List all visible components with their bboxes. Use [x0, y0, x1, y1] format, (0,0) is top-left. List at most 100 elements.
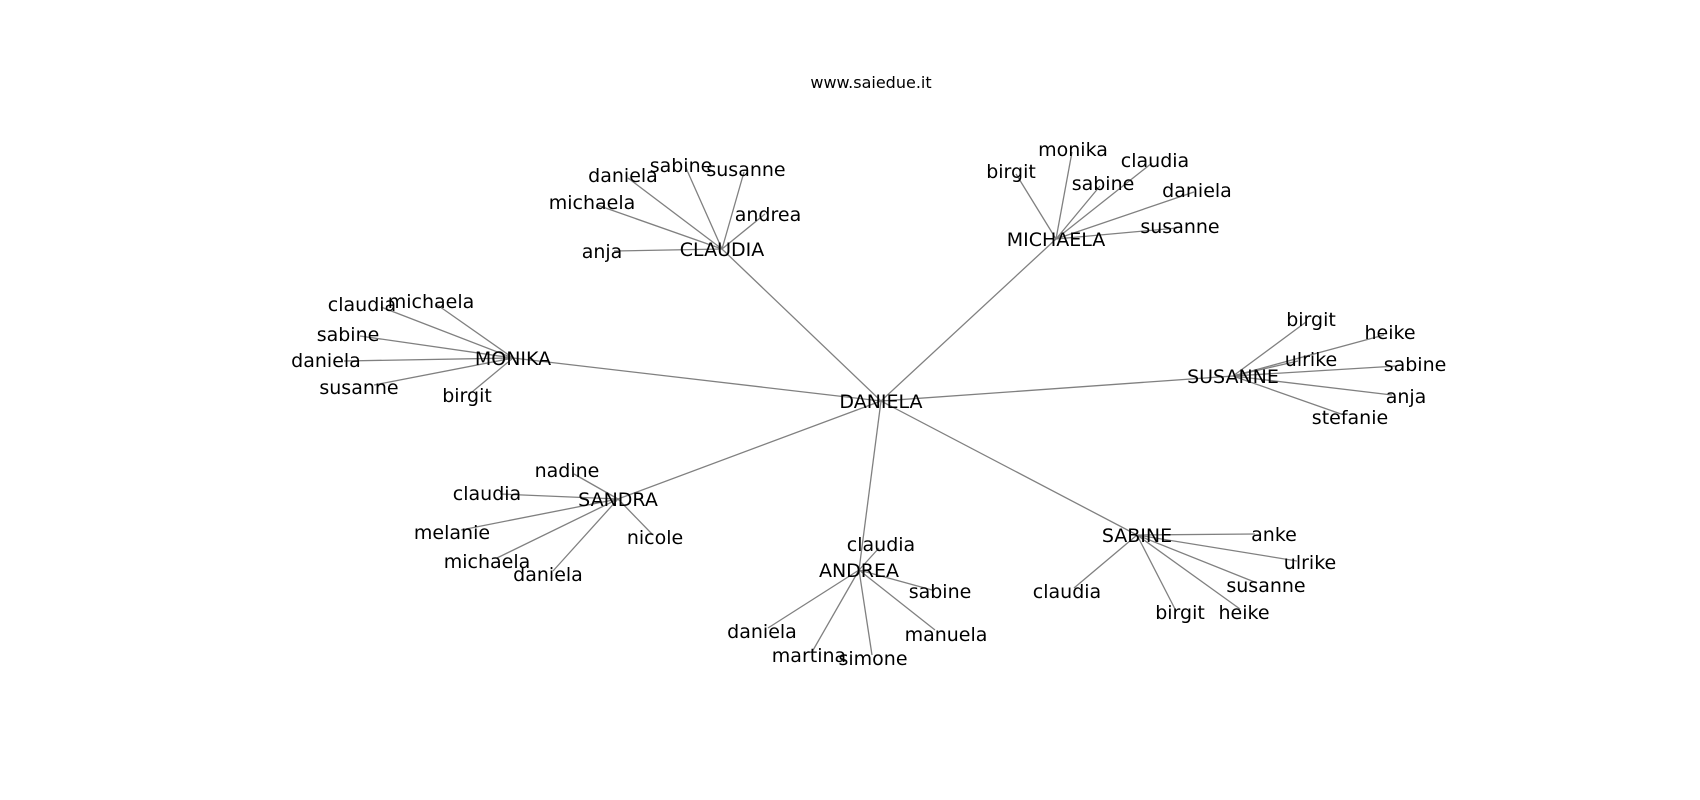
- edge-claudia-andrea: [721, 213, 766, 250]
- watermark-text: www.saiedue.it: [810, 73, 931, 92]
- edge-center-sandra: [617, 400, 882, 500]
- center-node-label: DANIELA: [839, 391, 922, 413]
- leaf-node-label: susanne: [1140, 216, 1219, 238]
- leaf-node-label: heike: [1364, 322, 1415, 344]
- edge-monika-daniela: [343, 357, 514, 362]
- edge-monika-claudia: [380, 306, 514, 359]
- edge-andrea-manuela: [858, 569, 936, 631]
- edge-susanne-ulrike: [1232, 360, 1299, 377]
- edge-sandra-nadine: [573, 473, 619, 500]
- leaf-node-label: michaela: [549, 192, 636, 214]
- edge-sabine-claudia: [1073, 534, 1138, 589]
- edge-center-susanne: [880, 375, 1234, 402]
- edge-sandra-melanie: [460, 498, 619, 531]
- leaf-node-label: michaela: [444, 551, 531, 573]
- leaf-node-label: birgit: [1286, 309, 1336, 331]
- edge-susanne-birgit: [1232, 321, 1307, 377]
- edge-center-michaela: [880, 238, 1057, 402]
- edge-sabine-susanne: [1136, 534, 1258, 584]
- edge-sabine-heike: [1136, 534, 1241, 610]
- edge-sandra-daniela: [552, 498, 619, 572]
- leaf-node-label: stefanie: [1312, 407, 1388, 429]
- leaf-node-label: daniela: [1162, 180, 1232, 202]
- edge-claudia-sabine: [685, 167, 723, 250]
- leaf-node-label: claudia: [1033, 581, 1101, 603]
- leaf-node-label: monika: [1038, 139, 1108, 161]
- edge-claudia-anja: [613, 248, 723, 252]
- leaf-node-label: daniela: [513, 564, 583, 586]
- leaf-node-label: daniela: [588, 165, 658, 187]
- leaf-node-label: daniela: [291, 350, 361, 372]
- edge-susanne-sabine: [1232, 365, 1398, 377]
- edge-sabine-birgit: [1136, 534, 1176, 610]
- leaf-node-label: manuela: [905, 624, 988, 646]
- leaf-node-label: birgit: [442, 385, 492, 407]
- edge-monika-sabine: [359, 335, 514, 359]
- leaf-node-label: ulrike: [1284, 552, 1336, 574]
- hub-node-label: MONIKA: [475, 348, 551, 370]
- leaf-node-label: claudia: [453, 483, 521, 505]
- leaf-node-label: melanie: [414, 522, 490, 544]
- leaf-node-label: birgit: [986, 161, 1036, 183]
- edge-center-sabine: [880, 400, 1138, 536]
- hub-node-label: MICHAELA: [1007, 229, 1106, 251]
- edge-andrea-simone: [858, 569, 873, 656]
- leaf-node-label: simone: [838, 648, 907, 670]
- leaf-node-label: sabine: [317, 324, 380, 346]
- edge-susanne-heike: [1232, 334, 1385, 377]
- leaf-node-label: nicole: [627, 527, 683, 549]
- leaf-node-label: susanne: [319, 377, 398, 399]
- edge-monika-michaela: [435, 303, 514, 359]
- edge-sabine-anke: [1136, 533, 1256, 536]
- edge-claudia-michaela: [596, 204, 723, 250]
- edge-michaela-susanne: [1055, 227, 1178, 240]
- edge-monika-birgit: [471, 357, 514, 393]
- leaf-node-label: anke: [1251, 524, 1297, 546]
- edge-sandra-michaela: [496, 498, 619, 559]
- edge-center-claudia: [721, 248, 882, 402]
- edge-michaela-monika: [1055, 151, 1073, 240]
- edge-andrea-claudia: [858, 547, 880, 571]
- edge-andrea-daniela: [767, 569, 860, 629]
- leaf-node-label: susanne: [706, 159, 785, 181]
- edge-monika-susanne: [373, 357, 514, 386]
- edge-claudia-susanne: [721, 171, 745, 250]
- edge-layer: [343, 151, 1398, 656]
- edge-michaela-daniela: [1055, 191, 1195, 240]
- leaf-node-label: anja: [1386, 386, 1427, 408]
- leaf-node-label: daniela: [727, 621, 797, 643]
- edge-susanne-stefanie: [1232, 375, 1342, 415]
- leaf-node-label: sabine: [909, 581, 972, 603]
- edge-center-monika: [512, 357, 882, 402]
- leaf-node-label: martina: [772, 645, 846, 667]
- leaf-node-label: anja: [582, 241, 623, 263]
- leaf-node-label: sabine: [1072, 173, 1135, 195]
- edge-michaela-claudia: [1055, 162, 1153, 240]
- hub-node-label: SABINE: [1102, 525, 1172, 547]
- hub-node-label: CLAUDIA: [680, 239, 764, 261]
- leaf-node-label: susanne: [1226, 575, 1305, 597]
- leaf-node-label: andrea: [735, 204, 801, 226]
- edge-andrea-martina: [811, 569, 860, 653]
- leaf-node-label: michaela: [388, 291, 475, 313]
- leaf-node-label: claudia: [1121, 150, 1189, 172]
- edge-sandra-nicole: [617, 498, 653, 535]
- leaf-node-label: ulrike: [1285, 349, 1337, 371]
- leaf-node-label: heike: [1218, 602, 1269, 624]
- hub-node-label: SUSANNE: [1187, 366, 1279, 388]
- leaf-node-label: claudia: [328, 294, 396, 316]
- edge-michaela-sabine: [1055, 185, 1101, 240]
- edge-sabine-ulrike: [1136, 534, 1298, 562]
- label-layer: DANIELACLAUDIAsabinesusannedanielamichae…: [291, 139, 1446, 670]
- edge-michaela-birgit: [1015, 173, 1057, 240]
- hub-node-label: ANDREA: [819, 560, 899, 582]
- edge-andrea-sabine: [858, 569, 933, 591]
- edge-center-andrea: [858, 400, 882, 571]
- leaf-node-label: nadine: [535, 460, 600, 482]
- leaf-node-label: claudia: [847, 534, 915, 556]
- edge-claudia-daniela: [627, 177, 723, 250]
- edge-susanne-anja: [1232, 375, 1393, 396]
- leaf-node-label: sabine: [650, 155, 713, 177]
- leaf-node-label: sabine: [1384, 354, 1447, 376]
